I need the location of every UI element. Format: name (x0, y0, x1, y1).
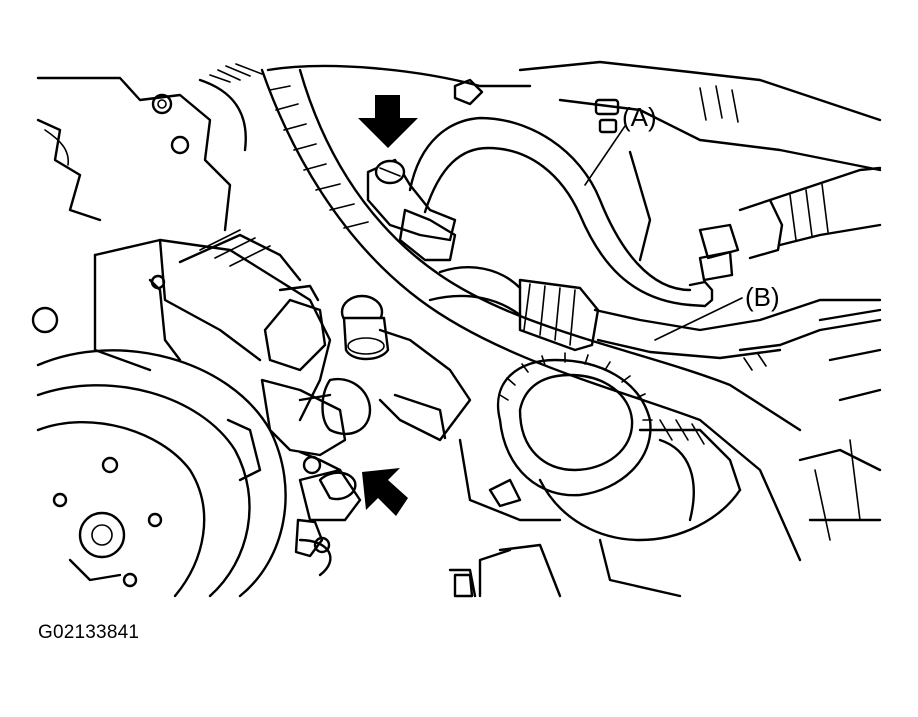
figure-code: G02133841 (38, 622, 140, 643)
leader-a (584, 125, 626, 186)
callout-label-b: (B) (745, 282, 780, 312)
arrow-down-icon (358, 95, 418, 148)
compressor-body (93, 229, 562, 598)
leader-b (654, 297, 743, 341)
callout-leaders (584, 125, 743, 341)
bolts (294, 518, 474, 598)
engine-background-outlines (36, 60, 882, 541)
pipe-a (366, 116, 882, 308)
arrows (358, 95, 418, 516)
arrow-up-left-icon (362, 468, 408, 516)
hose-b (260, 68, 882, 562)
reservoir-cap (458, 352, 742, 598)
callout-label-a: (A) (622, 102, 657, 132)
service-port (298, 208, 472, 501)
